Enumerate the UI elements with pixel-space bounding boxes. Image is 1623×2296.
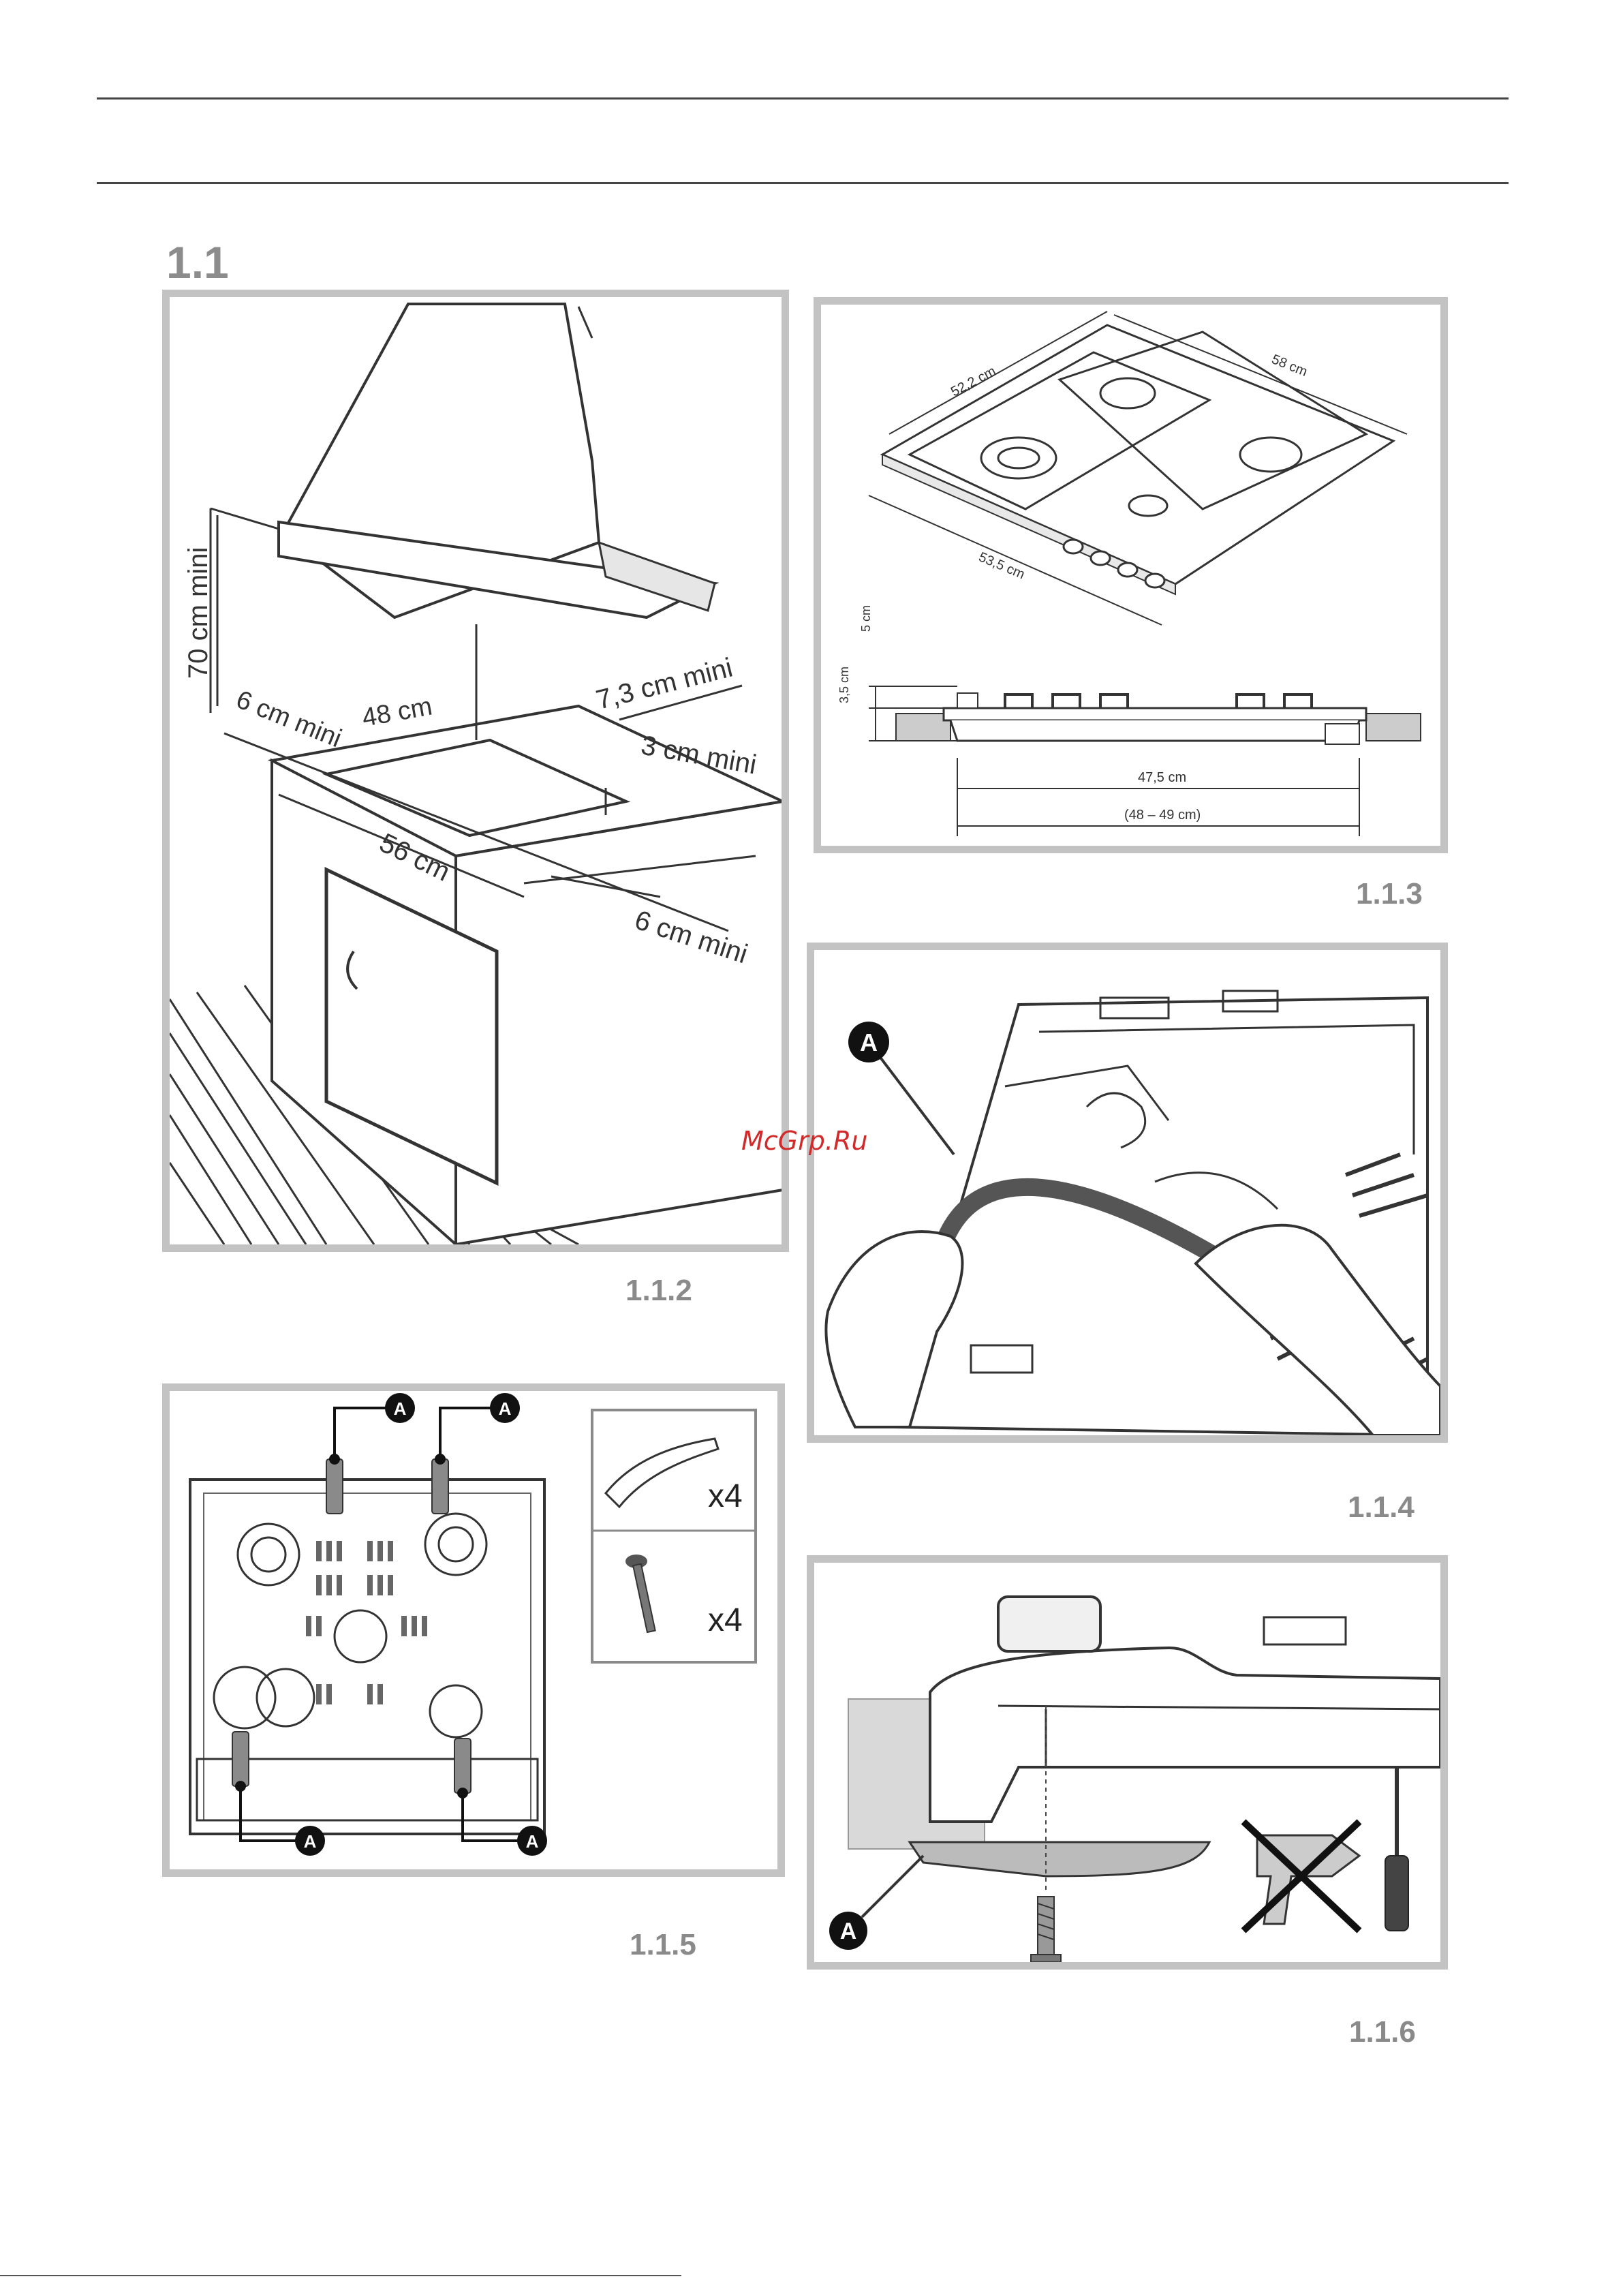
worktop-left bbox=[896, 714, 950, 741]
worktop-right bbox=[1366, 714, 1421, 741]
callout-a-label: A bbox=[394, 1398, 407, 1419]
figure-1-1-2-panel: 70 cm mini 6 cm mini 48 cm 7,3 cm mini 3… bbox=[162, 290, 789, 1252]
figure-1-1-4-panel: A bbox=[807, 943, 1448, 1443]
dim-48-49: (48 – 49 cm) bbox=[1124, 808, 1201, 823]
section-title: 1.1 bbox=[166, 240, 229, 285]
callout-a-label: A bbox=[840, 1918, 857, 1944]
hob-side-plate bbox=[944, 708, 1366, 720]
footer-rule bbox=[0, 2275, 681, 2276]
header-rule-bottom bbox=[97, 182, 1509, 184]
burner-side bbox=[1264, 1617, 1346, 1644]
dim-width: 48 cm bbox=[360, 692, 434, 733]
figure-1-1-6-panel: A bbox=[807, 1555, 1448, 1970]
callout-a-label: A bbox=[499, 1398, 512, 1419]
figure-label-1-1-6: 1.1.6 bbox=[1349, 2017, 1416, 2047]
screw-icon bbox=[1031, 1897, 1061, 1962]
dim-height: 70 cm mini bbox=[183, 547, 213, 679]
bracket-screwing-illustration: A bbox=[814, 1563, 1440, 1962]
screwdriver-icon bbox=[1385, 1767, 1408, 1931]
dim-58: 58 cm bbox=[1269, 352, 1310, 380]
header-rule-top bbox=[97, 97, 1509, 100]
figure-label-1-1-3: 1.1.3 bbox=[1356, 879, 1423, 909]
hob-top bbox=[882, 325, 1393, 584]
hob-dimensions-illustration: 52,2 cm 58 cm 53,5 cm 3,5 cm 5 cm bbox=[821, 305, 1440, 846]
cabinet-hood-illustration: 70 cm mini 6 cm mini 48 cm 7,3 cm mini 3… bbox=[170, 297, 782, 1244]
control-knob-icon bbox=[998, 1597, 1100, 1651]
hob-profile bbox=[930, 1648, 1440, 1822]
dim-back-gap: 7,3 cm mini bbox=[593, 653, 736, 716]
figure-1-1-3-panel: 52,2 cm 58 cm 53,5 cm 3,5 cm 5 cm bbox=[814, 297, 1448, 853]
dim-3-5: 3,5 cm bbox=[837, 667, 851, 703]
fixing-brackets-illustration: A A A A x4 x4 bbox=[170, 1391, 777, 1869]
watermark-text: McGrp.Ru bbox=[741, 1126, 867, 1156]
dim-5: 5 cm bbox=[859, 605, 873, 632]
dim-47-5: 47,5 cm bbox=[1138, 770, 1186, 785]
fixing-bracket bbox=[910, 1842, 1209, 1876]
no-drill-icon bbox=[1243, 1822, 1359, 1931]
cabinet-side bbox=[456, 801, 782, 1244]
seal-application-illustration: A bbox=[814, 950, 1440, 1435]
callout-a-label: A bbox=[526, 1831, 539, 1852]
callout-a-label: A bbox=[860, 1028, 878, 1056]
figure-label-1-1-4: 1.1.4 bbox=[1348, 1493, 1415, 1522]
figure-1-1-5-panel: A A A A x4 x4 bbox=[162, 1383, 785, 1877]
figure-label-1-1-5: 1.1.5 bbox=[630, 1930, 696, 1960]
kit-screw-qty: x4 bbox=[708, 1602, 743, 1638]
kit-bracket-qty: x4 bbox=[708, 1478, 743, 1514]
figure-label-1-1-2: 1.1.2 bbox=[625, 1276, 692, 1306]
callout-a-label: A bbox=[304, 1831, 317, 1852]
